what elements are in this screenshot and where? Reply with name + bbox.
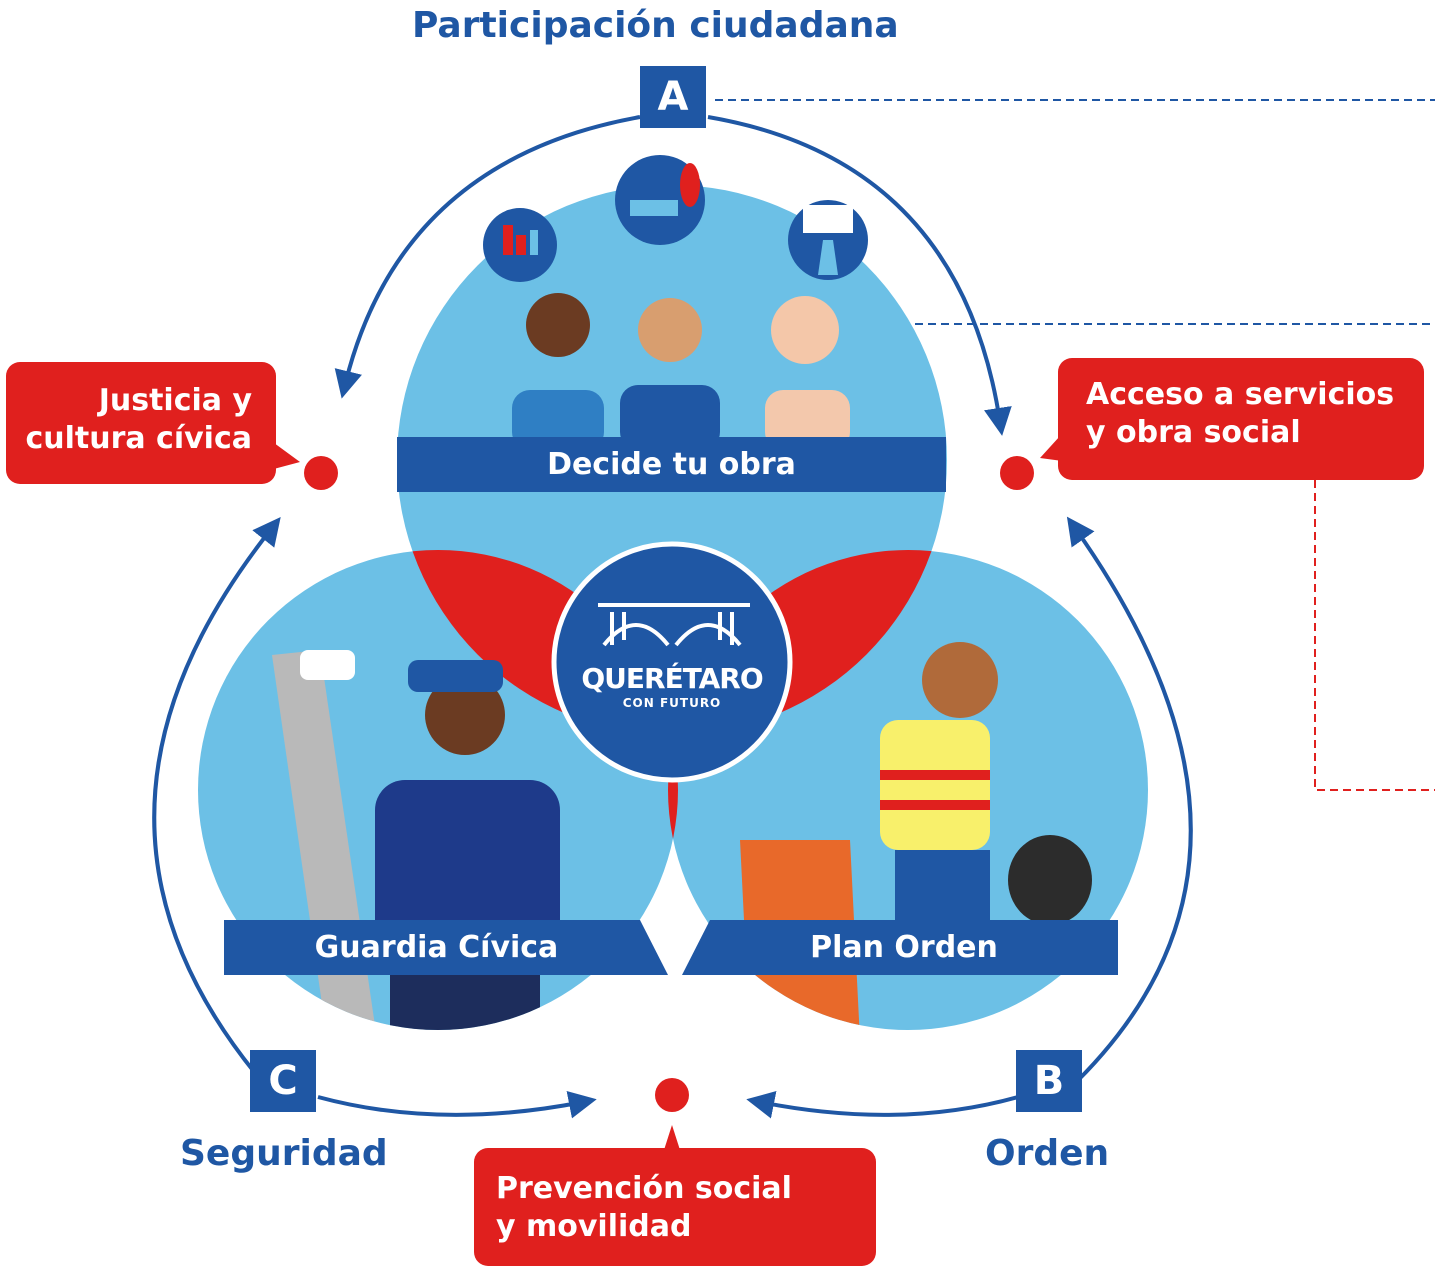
speech-bubble-factory-icon <box>483 208 557 282</box>
arrow-c-to-justicia <box>152 517 281 1087</box>
program-left-label: Guardia Cívica <box>314 930 559 965</box>
arrow-a-to-justicia <box>334 115 641 399</box>
prevencion-pointer <box>664 1125 680 1150</box>
acceso-callout: Acceso a servicios y obra social <box>1058 358 1424 480</box>
justicia-pointer <box>270 440 300 470</box>
speech-bubble-park-icon <box>615 155 705 245</box>
justicia-callout: Justicia y cultura cívica <box>6 362 276 484</box>
leader-line-red <box>1314 480 1435 791</box>
arrow-b-to-acceso <box>1066 516 1193 1092</box>
program-top-label: Decide tu obra <box>547 447 796 482</box>
pillar-a-title: Participación ciudadana <box>412 5 899 46</box>
justicia-dot <box>304 456 338 490</box>
left-program-band <box>224 920 668 975</box>
pillar-b-badge: B <box>1016 1050 1082 1112</box>
prevencion-callout: Prevención social y movilidad <box>474 1148 876 1266</box>
pillar-b-title: Orden <box>985 1133 1110 1174</box>
arrow-c-to-prevencion <box>317 1090 597 1119</box>
top-program-band <box>397 437 946 492</box>
arrow-a-to-acceso <box>707 115 1012 436</box>
program-right-label: Plan Orden <box>810 930 998 965</box>
speech-bubble-billboard-icon <box>788 200 868 280</box>
prevencion-dot <box>655 1078 689 1112</box>
pillar-c-title: Seguridad <box>180 1133 388 1174</box>
right-program-band <box>682 920 1118 975</box>
arrow-b-to-prevencion <box>746 1091 1019 1119</box>
acceso-dot <box>1000 456 1034 490</box>
citizens-illustration <box>512 293 850 450</box>
pillar-c-badge: C <box>250 1050 316 1112</box>
aqueduct-icon <box>598 603 750 647</box>
logo-tagline: CON FUTURO <box>622 696 722 710</box>
pillar-a-badge: A <box>640 66 706 128</box>
logo-name: QUERÉTARO <box>581 662 763 695</box>
